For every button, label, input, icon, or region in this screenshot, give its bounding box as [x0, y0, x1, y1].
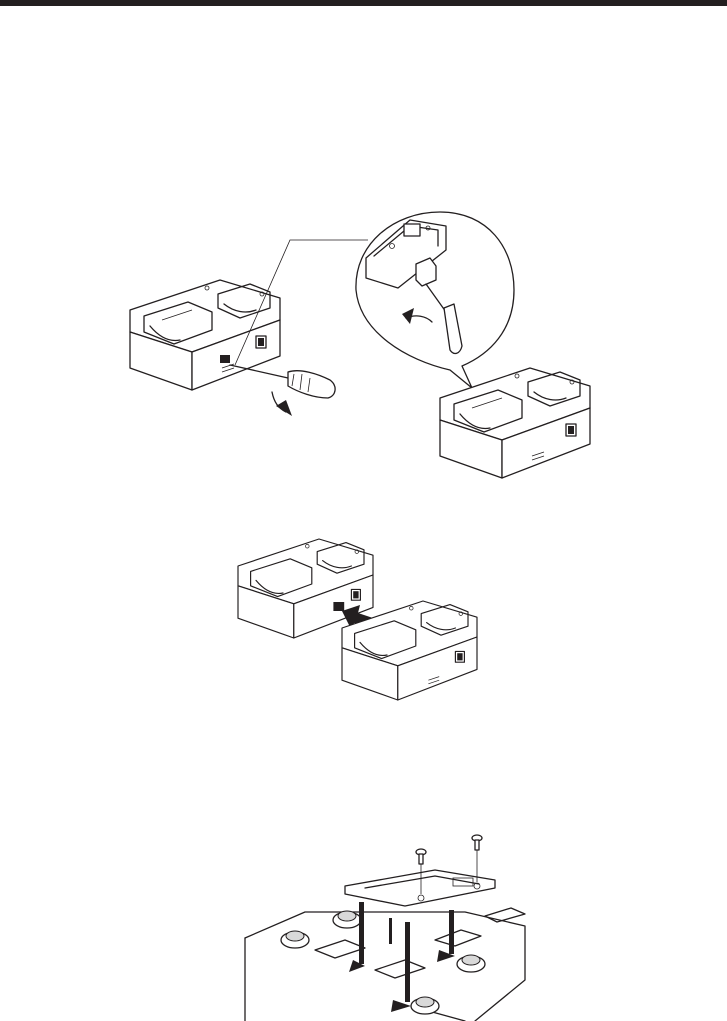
figure-mount-plate	[235, 830, 535, 1021]
screwdriver-icon	[230, 365, 335, 398]
magnifier-callout-icon	[356, 212, 514, 388]
screw-icon-2	[472, 835, 482, 882]
figure-remove-cover-with-screwdriver	[110, 200, 630, 500]
charger-left	[130, 280, 280, 390]
connector	[333, 602, 344, 611]
figure-connect-chargers	[230, 535, 505, 725]
base-unit	[245, 908, 525, 1021]
charger-right	[440, 368, 590, 478]
mounting-plate-icon	[345, 870, 495, 906]
down-arrow-icon	[349, 902, 455, 1012]
rotate-arrow-icon	[272, 392, 292, 416]
header-rule	[0, 0, 727, 6]
cover-tab	[220, 355, 230, 363]
